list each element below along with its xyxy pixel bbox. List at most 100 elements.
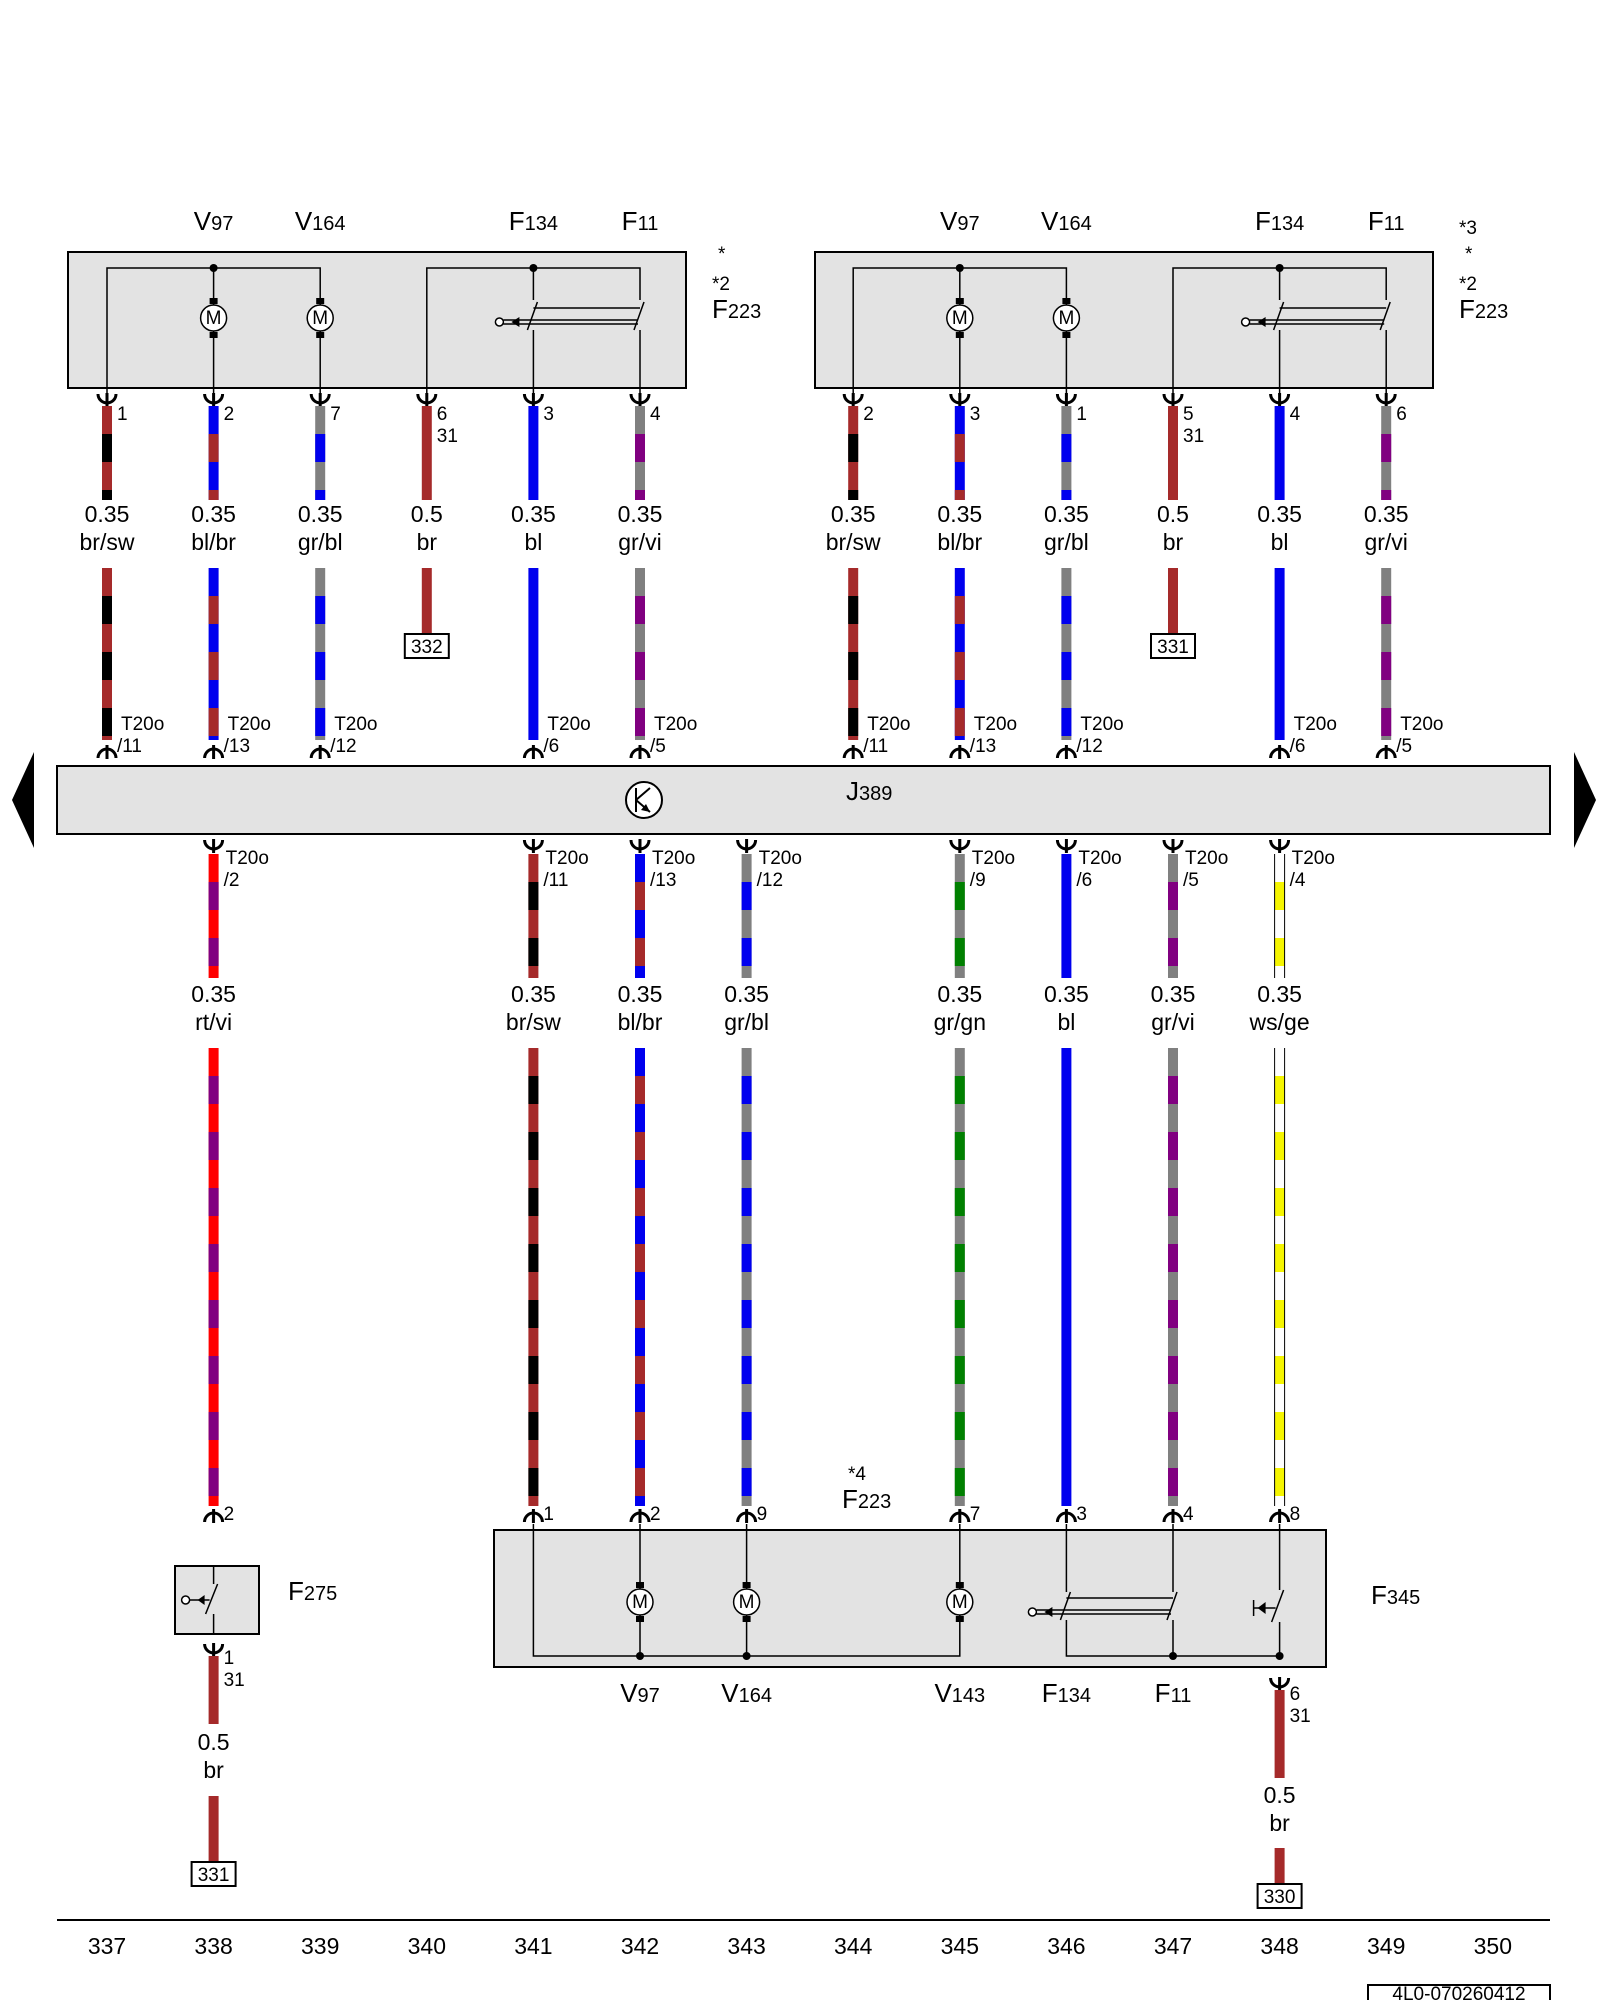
lower-wire-341-cpin: /11 xyxy=(543,870,568,891)
column-number: 341 xyxy=(514,1933,552,1959)
lower-wire-343-conn: T20o xyxy=(759,848,802,869)
lower-wire-345-conn: T20o xyxy=(972,848,1015,869)
lower-wire-343-endpin: 9 xyxy=(757,1504,768,1525)
lower-wire-345-cpin: /9 xyxy=(970,870,986,891)
top-right-wire-347-color: br xyxy=(1163,529,1184,555)
lower-wire-341-color: br/sw xyxy=(506,1009,561,1035)
top-right-wire-346-bus-connector-icon xyxy=(1055,745,1077,759)
lower-wire-338-end-connector-icon xyxy=(203,1509,225,1523)
bottom-motor-V164-icon: M xyxy=(732,1582,761,1622)
f345-ground-pin2: 31 xyxy=(1290,1706,1311,1727)
top-left-wire-339-cpin: /12 xyxy=(330,736,356,757)
lower-wire-341-bus-connector-icon xyxy=(522,839,544,853)
top-left-wire-340-ref[interactable]: 332 xyxy=(411,637,443,658)
lower-wire-341-end-connector-icon xyxy=(522,1509,544,1523)
top-left-wire-340-pin2: 31 xyxy=(437,426,458,447)
top-left-wire-341-bus-connector-icon xyxy=(522,745,544,759)
f345-ground-ref[interactable]: 330 xyxy=(1264,1887,1296,1908)
svg-text:M: M xyxy=(632,1592,648,1613)
top-left-wire-340-ref-box xyxy=(403,633,450,659)
top-left-note-star: * xyxy=(718,244,726,265)
top-left-wire-339-pin-connector-icon xyxy=(309,393,331,407)
top-right-note-star: * xyxy=(1465,244,1473,265)
lower-wire-346-cpin: /6 xyxy=(1076,870,1092,891)
lower-wire-343-color: gr/bl xyxy=(724,1009,769,1035)
lower-wire-348-upper-segment xyxy=(1274,854,1286,978)
top-left-wire-337-gauge: 0.35 xyxy=(85,501,130,527)
top-left-wire-341-pin-connector-icon xyxy=(522,393,544,407)
lower-wire-345-endpin: 7 xyxy=(970,1504,981,1525)
top-right-label-F11: F11 xyxy=(1368,206,1405,236)
top-right-wire-345-color: bl/br xyxy=(937,529,982,555)
top-right-wire-345-bus-connector-icon xyxy=(949,745,971,759)
top-right-wire-344-pin: 2 xyxy=(863,404,874,425)
lower-wire-347-cpin: /5 xyxy=(1183,870,1199,891)
f345-ground-color: br xyxy=(1269,1810,1290,1836)
top-right-wire-349-gauge: 0.35 xyxy=(1364,501,1409,527)
doc-number-box xyxy=(1367,1984,1551,2000)
top-right-wire-348-conn: T20o xyxy=(1294,714,1337,735)
svg-text:M: M xyxy=(206,308,222,329)
f275-ground-ref-box xyxy=(190,1861,237,1887)
lower-wire-342-end-connector-icon xyxy=(629,1509,651,1523)
top-right-wire-348-cpin: /6 xyxy=(1290,736,1306,757)
lower-wire-338-endpin: 2 xyxy=(224,1504,235,1525)
column-number: 343 xyxy=(727,1933,765,1959)
lower-wire-346-bus-connector-icon xyxy=(1055,839,1077,853)
top-left-wire-341-cpin: /6 xyxy=(543,736,559,757)
top-right-wire-349-pin-connector-icon xyxy=(1375,393,1397,407)
top-right-motor-V97-icon: M xyxy=(946,298,974,338)
f275-ground-connector-icon xyxy=(203,1643,225,1657)
control-unit-symbol-icon xyxy=(625,781,663,819)
top-left-label-V97: V97 xyxy=(194,206,234,236)
f275-ground-pin2: 31 xyxy=(224,1670,245,1691)
top-right-wire-346-gauge: 0.35 xyxy=(1044,501,1089,527)
lower-wire-345-color: gr/gn xyxy=(934,1009,986,1035)
f345-ground-pin: 6 xyxy=(1290,1684,1301,1705)
top-left-side-name: F223 xyxy=(712,294,761,324)
bottom-motor-V143-icon: M xyxy=(946,1582,974,1622)
top-right-wire-344-gauge: 0.35 xyxy=(831,501,876,527)
top-left-wire-337-color: br/sw xyxy=(80,529,135,555)
lower-wire-348-conn: T20o xyxy=(1292,848,1335,869)
top-left-note-2: *2 xyxy=(712,274,730,295)
top-right-wire-345-cpin: /13 xyxy=(970,736,996,757)
top-left-wire-338-cpin: /13 xyxy=(224,736,250,757)
top-right-label-F134: F134 xyxy=(1255,206,1304,236)
f275-ground-ref[interactable]: 331 xyxy=(198,1865,230,1886)
f345-label: F345 xyxy=(1371,1580,1420,1610)
lower-wire-341-endpin: 1 xyxy=(543,1504,554,1525)
lower-wire-338-cpin: /2 xyxy=(224,870,240,891)
column-number: 342 xyxy=(621,1933,659,1959)
bottom-label-V143: V143 xyxy=(934,1678,985,1708)
lower-wire-338-conn: T20o xyxy=(226,848,269,869)
lower-wire-338-bus-connector-icon xyxy=(203,839,225,853)
page-prev-arrow[interactable] xyxy=(12,752,34,848)
lower-wire-348-cpin: /4 xyxy=(1290,870,1306,891)
top-right-wire-347-ref[interactable]: 331 xyxy=(1157,637,1189,658)
top-right-label-V97: V97 xyxy=(940,206,980,236)
svg-text:M: M xyxy=(312,308,328,329)
top-right-wire-348-gauge: 0.35 xyxy=(1257,501,1302,527)
lower-wire-345-bus-connector-icon xyxy=(949,839,971,853)
doc-number: 4L0-070260412 xyxy=(1392,1984,1525,2000)
top-left-wire-338-pin-connector-icon xyxy=(203,393,225,407)
top-right-switch-icon xyxy=(1240,301,1391,331)
f345-ground-gauge: 0.5 xyxy=(1264,1782,1296,1808)
bottom-switch-icon xyxy=(1027,1591,1178,1621)
top-right-wire-348-pin: 4 xyxy=(1290,404,1301,425)
bottom-label-V97: V97 xyxy=(620,1678,660,1708)
lower-wire-343-cpin: /12 xyxy=(757,870,783,891)
top-left-wire-342-cpin: /5 xyxy=(650,736,666,757)
page-next-arrow[interactable] xyxy=(1574,752,1596,848)
top-right-wire-344-color: br/sw xyxy=(826,529,881,555)
top-right-wire-347-gauge: 0.5 xyxy=(1157,501,1189,527)
top-right-note-2: *2 xyxy=(1459,274,1477,295)
top-right-wire-346-pin-connector-icon xyxy=(1055,393,1077,407)
lower-wire-338-color: rt/vi xyxy=(195,1009,232,1035)
lower-wire-345-gauge: 0.35 xyxy=(937,981,982,1007)
top-left-wire-337-pin-connector-icon xyxy=(96,393,118,407)
top-left-wire-337-cpin: /11 xyxy=(117,736,142,757)
top-right-label-V164: V164 xyxy=(1041,206,1092,236)
